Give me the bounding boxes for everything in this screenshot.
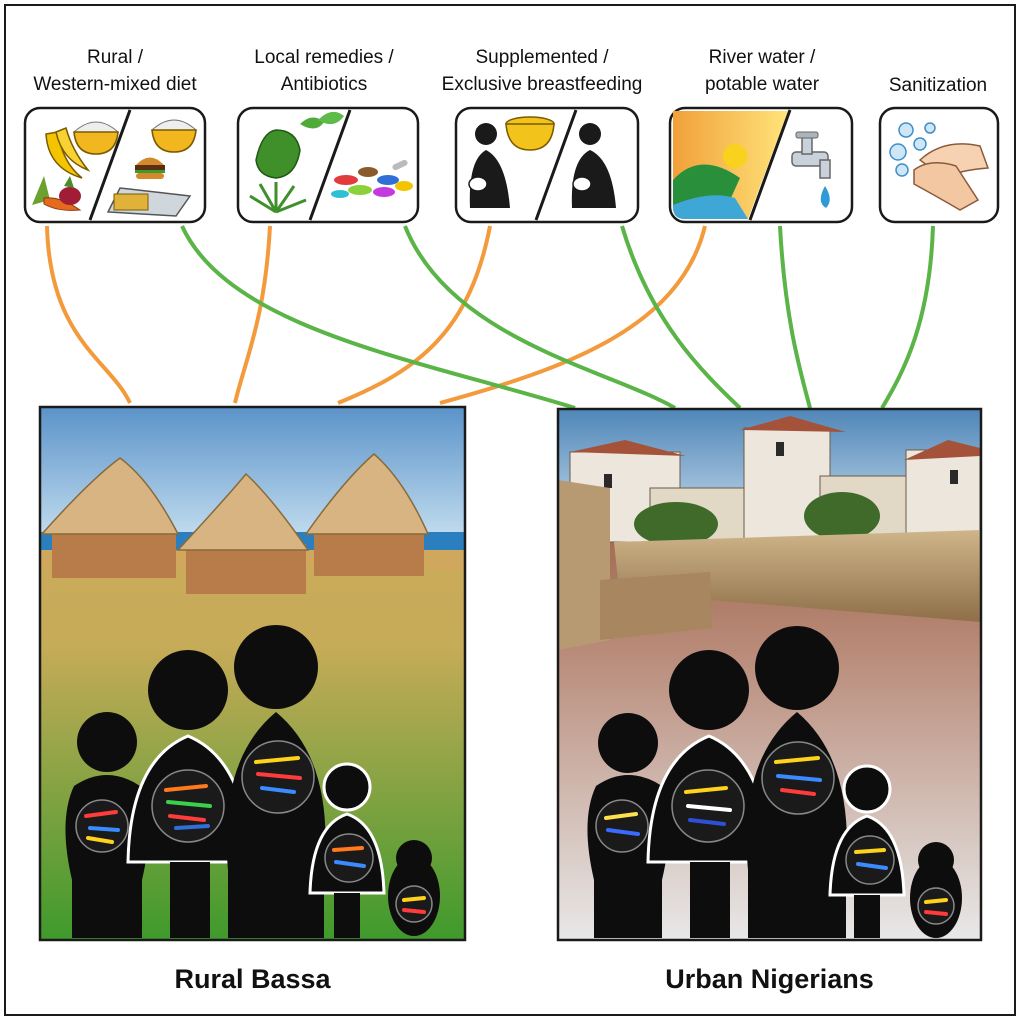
porridge-bowl-icon: [505, 116, 555, 151]
link-diet-rural: [45, 225, 132, 404]
handwashing-icon: [889, 122, 990, 211]
link-remedies-rural: [233, 225, 272, 404]
link-water-rural: [439, 225, 707, 405]
water-tap-icon: [791, 131, 831, 208]
urban-panel: [556, 407, 983, 942]
factor-label-remedies: Local remedies / Antibiotics: [254, 47, 394, 95]
urban-link-lines: [180, 225, 935, 410]
rural-caption: Rural Bassa: [174, 964, 331, 994]
link-diet-urban: [180, 225, 576, 410]
feeding-icon-box: [454, 106, 640, 224]
rural-panel: [38, 405, 467, 942]
factor-label-diet: Rural / Western-mixed diet: [33, 47, 197, 95]
diet-icon-box: [23, 106, 207, 224]
rice-bowl-icon: [72, 121, 120, 155]
factor-label-sanitization: Sanitization: [888, 75, 988, 96]
water-icon-box: [668, 106, 854, 224]
banana-icon: [45, 126, 91, 179]
remedies-icon-box: [236, 106, 420, 224]
rural-link-lines: [45, 225, 707, 405]
rice-bowl-icon: [150, 119, 198, 153]
link-water-urban: [778, 225, 812, 409]
factor-label-water: River water / potable water: [704, 47, 820, 95]
link-feeding-rural: [337, 225, 492, 405]
link-feeding-urban: [620, 225, 742, 410]
burger-icon: [135, 157, 165, 179]
urban-caption: Urban Nigerians: [665, 964, 874, 994]
pills-icon: [331, 159, 413, 198]
link-remedies-urban: [403, 225, 677, 410]
rural-microbe-bars: [84, 756, 426, 914]
fries-bag-icon: [106, 187, 192, 217]
river-landscape-icon: [673, 111, 788, 219]
link-sanitization-urban: [880, 225, 935, 410]
sanitization-icon-box: [878, 106, 1000, 224]
vegetables-icon: [32, 176, 82, 211]
factor-label-feeding: Supplemented / Exclusive breastfeeding: [441, 47, 643, 95]
thatched-huts-icon: [40, 453, 430, 594]
mother-infant-icon: [571, 123, 616, 208]
urban-microbe-bars: [604, 756, 948, 916]
herb-plant-icon: [249, 182, 307, 214]
leaf-icon: [255, 111, 344, 179]
mother-infant-icon: [468, 123, 510, 208]
town-buildings-icon: [558, 416, 981, 650]
